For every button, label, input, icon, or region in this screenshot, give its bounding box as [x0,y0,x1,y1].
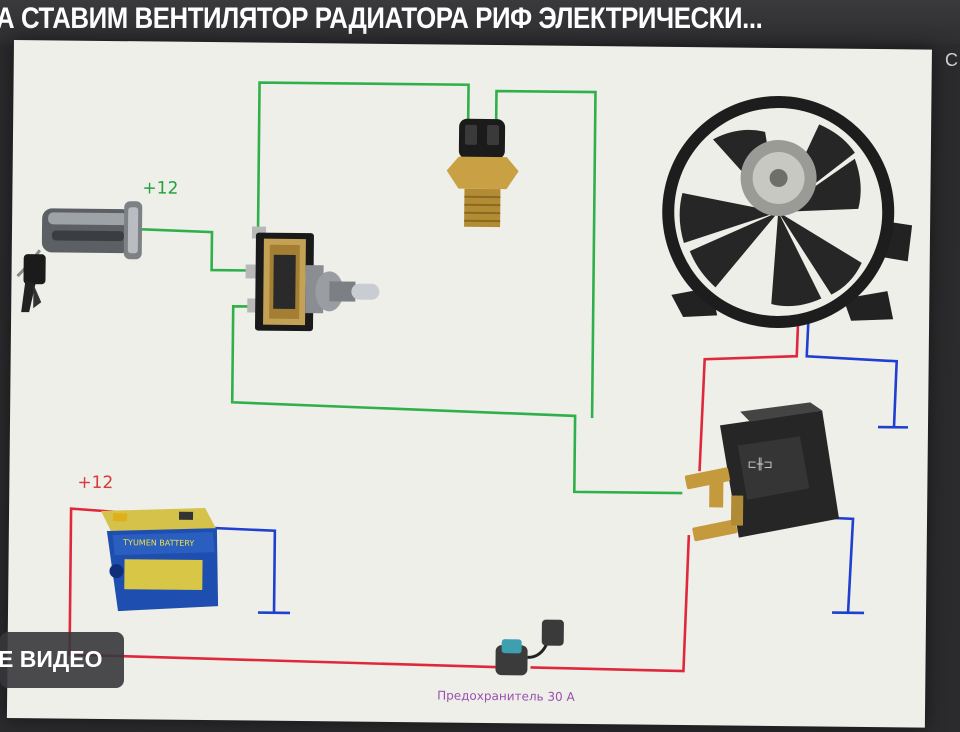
corner-text: С [945,50,958,71]
toggle-switch-icon [245,226,380,331]
wire-switch-to-sensor [258,83,469,231]
watch-video-label: Е ВИДЕО [0,646,103,673]
wire-sensor-right [493,91,595,418]
diagram-board: ⊏╫⊐ TYUMEN BATTERY [7,40,932,728]
fuse-label: Предохранитель 30 А [437,688,576,703]
temperature-sensor-icon [446,119,519,228]
ignition-switch-icon [17,200,142,313]
ignition-voltage-label: +12 [142,178,178,198]
battery-voltage-label: +12 [77,473,113,493]
green-wires [139,81,686,493]
title-bar: А СТАВИМ ВЕНТИЛЯТОР РАДИАТОРА РИФ ЭЛЕКТР… [0,0,960,44]
wire-ignition-to-switch [142,229,252,270]
relay-icon: ⊏╫⊐ [684,401,840,543]
wiring-diagram: ⊏╫⊐ TYUMEN BATTERY [7,40,932,728]
watch-video-button[interactable]: Е ВИДЕО [0,632,124,688]
svg-text:⊏╫⊐: ⊏╫⊐ [748,457,773,471]
wire-fuse-to-relay [530,533,688,671]
battery-brand: TYUMEN BATTERY [122,538,194,548]
battery-icon: TYUMEN BATTERY [100,507,219,612]
video-title: А СТАВИМ ВЕНТИЛЯТОР РАДИАТОРА РИФ ЭЛЕКТР… [0,2,762,36]
wire-switch-to-relay [231,306,684,493]
radiator-fan-icon [661,95,913,330]
